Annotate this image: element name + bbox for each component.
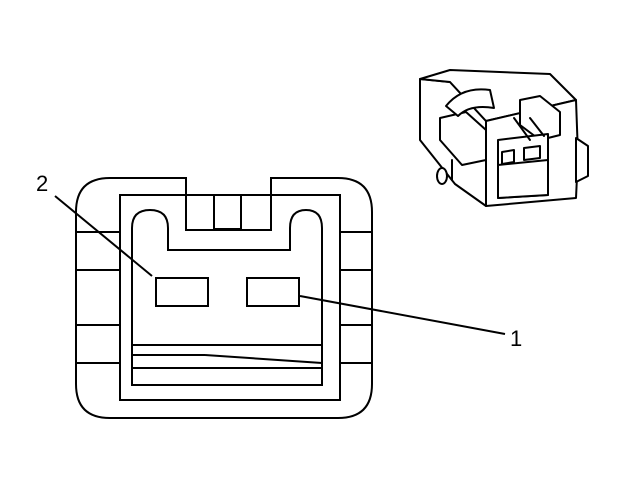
bottom-ledge: [132, 344, 323, 369]
terminal-2-opening: [155, 277, 209, 307]
terminal-cavity: [131, 208, 323, 386]
inner-wall: [119, 194, 341, 401]
leader-lines: [54, 195, 506, 335]
connector-housing-outline: [75, 177, 373, 419]
key-block: [213, 194, 242, 230]
leader-line-2: [54, 195, 153, 277]
leader-line-1: [299, 295, 506, 335]
callout-label-1: 1: [510, 326, 522, 351]
connector-face: [75, 177, 373, 419]
right-rib-lower: [339, 324, 373, 364]
left-rib-upper: [75, 231, 121, 271]
left-rib-lower: [75, 324, 121, 364]
connector-isometric-view: [419, 69, 589, 207]
right-rib-upper: [339, 231, 373, 271]
terminal-1-opening: [246, 277, 300, 307]
callout-label-2: 2: [36, 171, 48, 196]
